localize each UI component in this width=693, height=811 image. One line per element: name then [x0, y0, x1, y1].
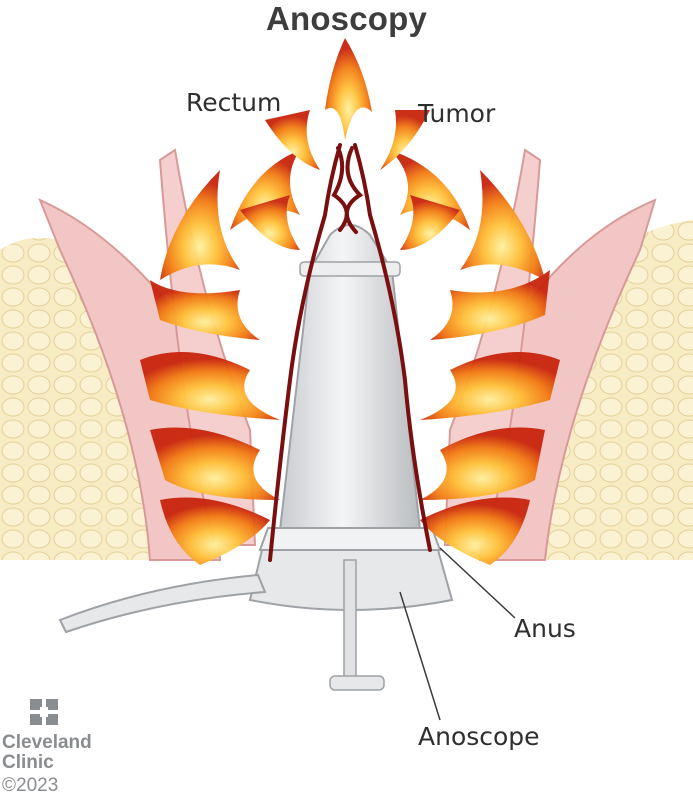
flames [140, 38, 560, 565]
brand-block: Cleveland Clinic ©2023 [2, 733, 102, 797]
anoscope-plunger [343, 559, 357, 681]
brand-name-line2: Clinic [2, 752, 54, 773]
anoscope-flange [258, 527, 442, 551]
rectum-label: Rectum [186, 88, 282, 117]
anoscope-plunger-cap [329, 675, 385, 691]
anus-leader [439, 547, 516, 619]
brand-year: ©2023 [2, 775, 59, 796]
anoscope-handle [58, 573, 267, 634]
cleveland-clinic-logo-icon [30, 699, 58, 725]
anoscope-ring [299, 261, 401, 277]
anoscope-leader [399, 591, 441, 721]
red-scrawl [268, 143, 432, 562]
diagram-title: Anoscopy [265, 0, 428, 37]
brand-name-line1: Cleveland [2, 732, 92, 753]
anoscope-label: Anoscope [418, 722, 540, 751]
tumor-label: Tumor [418, 99, 496, 128]
anus-label: Anus [514, 614, 576, 643]
